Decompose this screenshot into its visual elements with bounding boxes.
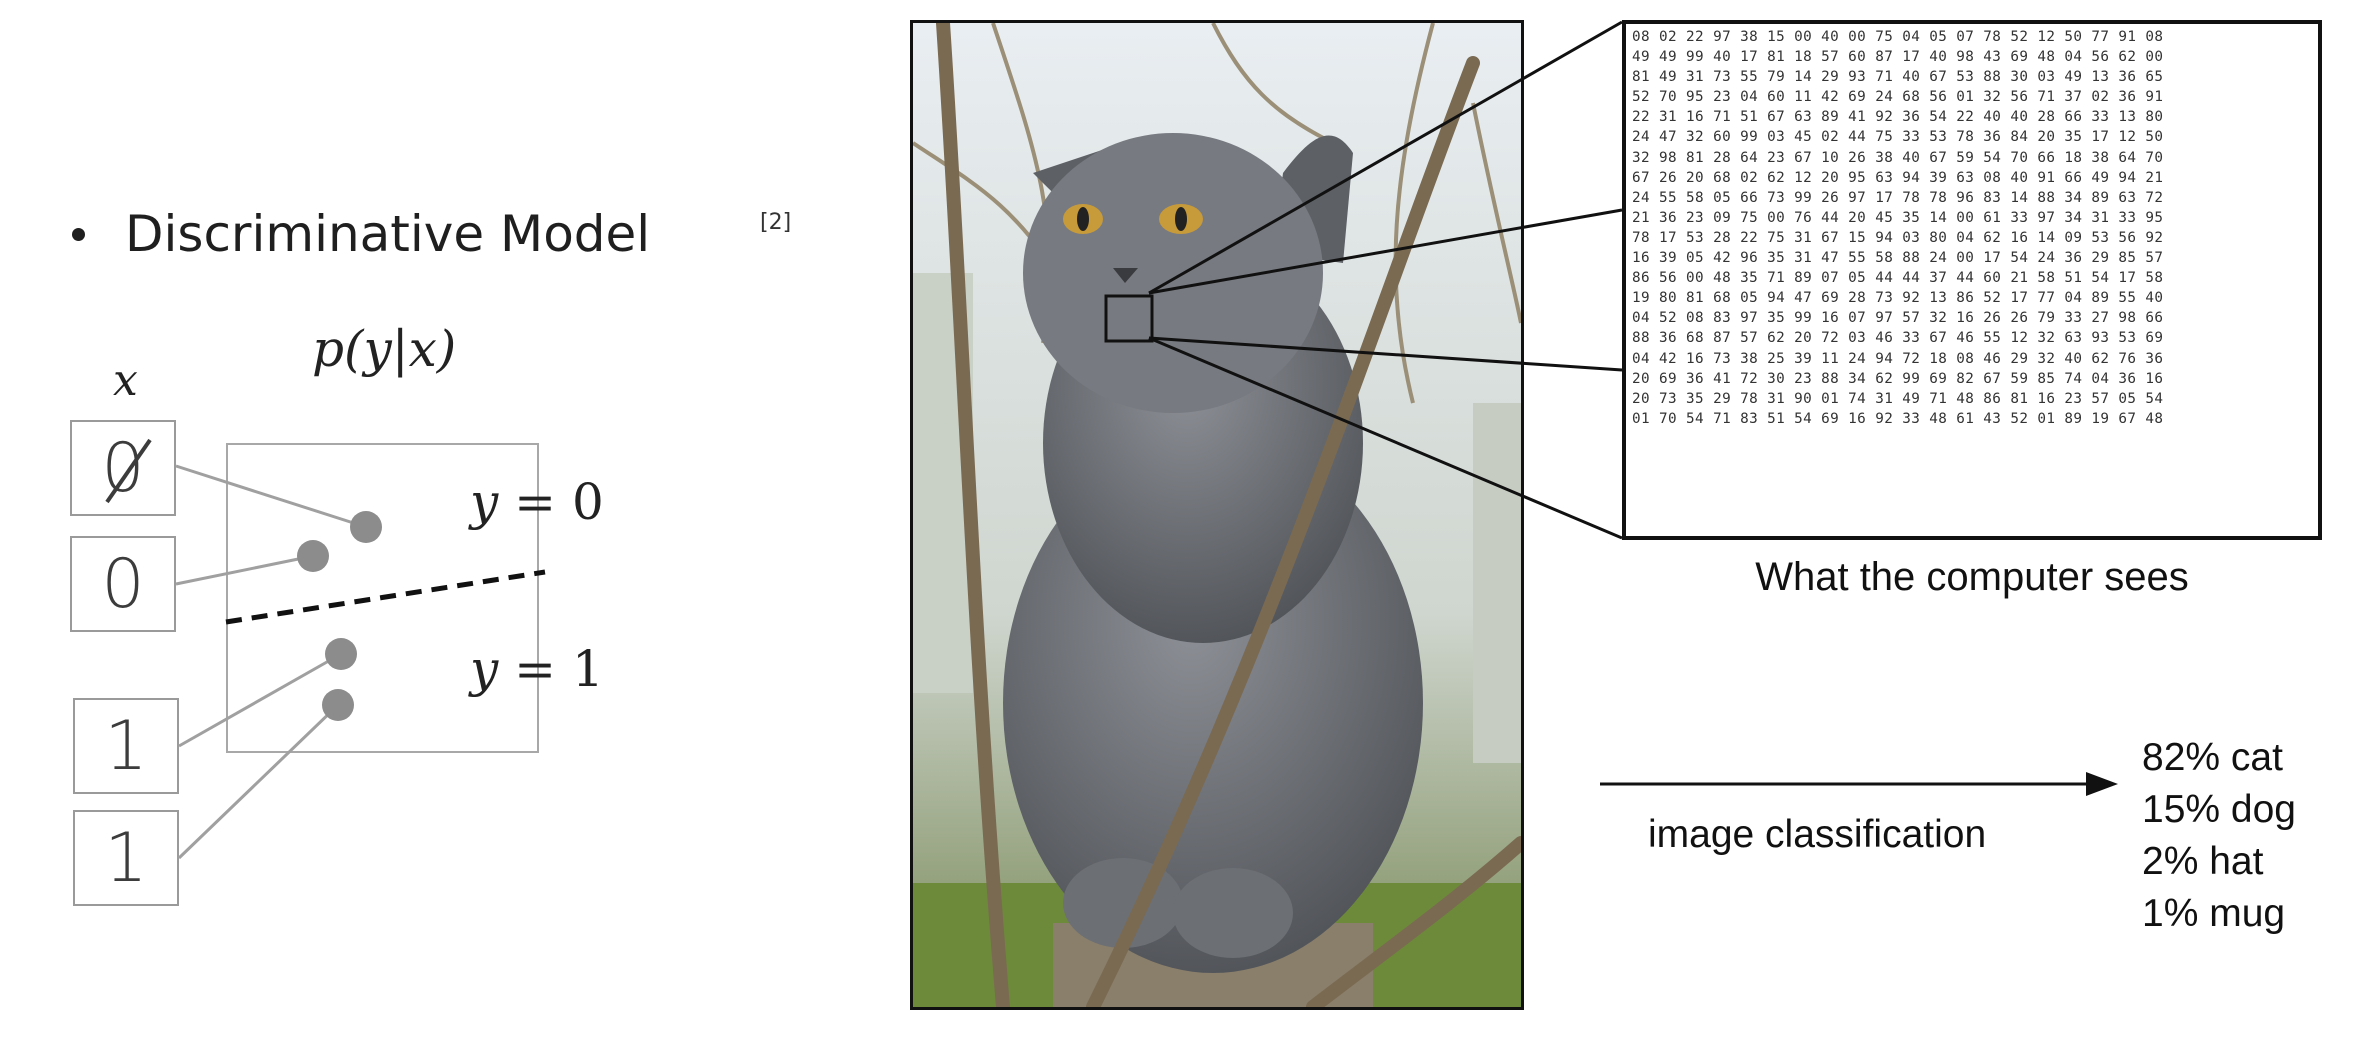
pixel-values: 08 02 22 97 38 15 00 40 00 75 04 05 07 7…: [1632, 29, 2164, 427]
cat-illustration: [913, 23, 1521, 1007]
prediction-item: 82% cat: [2142, 736, 2283, 779]
prediction-item: 15% dog: [2142, 788, 2296, 831]
connector-lines: [175, 464, 367, 860]
cat-photo: [910, 20, 1524, 1010]
decision-boundary: [225, 569, 546, 625]
digit-image: 0: [70, 420, 176, 516]
bullet-item: Discriminative Model: [72, 205, 650, 263]
arrow-label: image classification: [1648, 813, 1987, 856]
bullet-icon: [72, 227, 85, 241]
pixel-matrix: 08 02 22 97 38 15 00 40 00 75 04 05 07 7…: [1622, 20, 2322, 540]
digit-strike-icon: [105, 438, 152, 504]
formula: p(y|x): [312, 320, 457, 378]
arrow-head-icon: [2086, 772, 2118, 796]
x-label: x: [113, 355, 138, 406]
prediction-item: 2% hat: [2142, 840, 2264, 883]
decision-region-box: [226, 443, 539, 753]
digit-image: 0: [70, 536, 176, 632]
citation: [2]: [760, 210, 792, 235]
prediction-item: 1% mug: [2142, 892, 2286, 935]
discriminative-diagram: [175, 464, 546, 860]
digit-image: 1: [73, 810, 179, 906]
digit-image: 1: [73, 698, 179, 794]
matrix-caption: What the computer sees: [1755, 555, 2189, 599]
bullet-text: Discriminative Model: [125, 205, 651, 263]
sample-points: [297, 511, 382, 721]
class-label-y1: y = 1: [470, 640, 604, 698]
class-label-y0: y = 0: [470, 473, 604, 531]
